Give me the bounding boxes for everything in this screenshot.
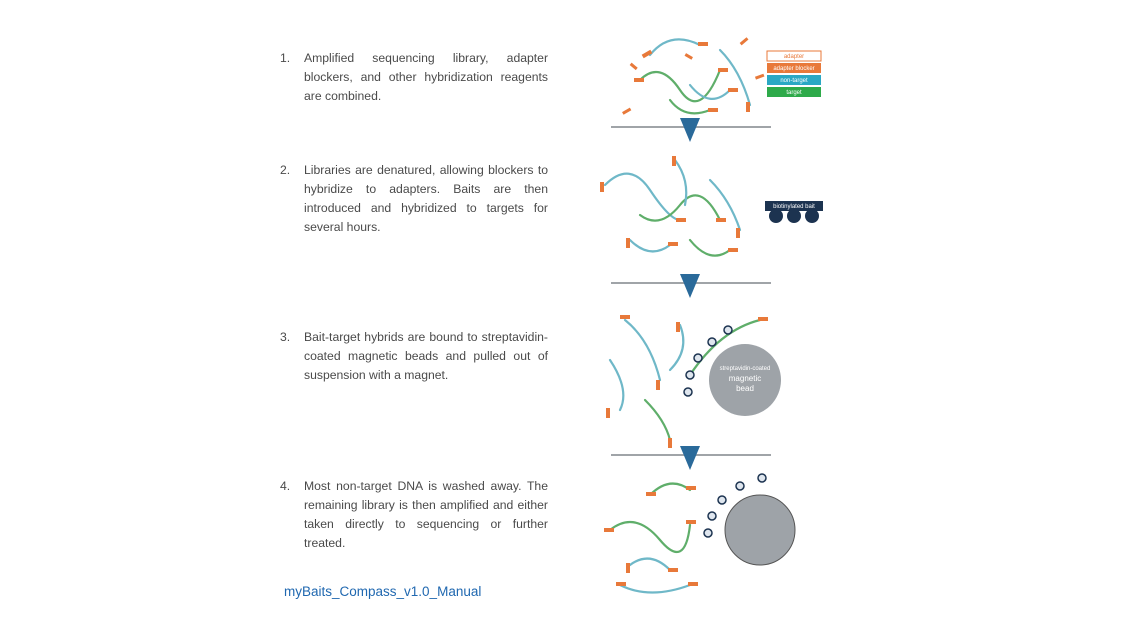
step-text: Libraries are denatured, allowing blocke…: [304, 163, 548, 234]
step-3: 3. Bait-target hybrids are bound to stre…: [280, 328, 548, 385]
dna-strand: [688, 318, 762, 377]
down-arrow-icon: [680, 118, 700, 142]
dna-strand: [673, 158, 688, 207]
step-2: 2. Libraries are denatured, allowing blo…: [280, 161, 548, 237]
svg-text:biotinylated bait: biotinylated bait: [773, 204, 815, 210]
step-number: 3.: [280, 330, 291, 344]
dna-strand: [618, 583, 692, 594]
legend: adapter adapter blocker non-target targe…: [766, 50, 822, 97]
down-arrow-icon: [680, 446, 700, 470]
legend-swatch-target: [767, 87, 821, 97]
step-number: 2.: [280, 163, 291, 177]
step-number: 1.: [280, 51, 291, 65]
biotinylated-bait: biotinylated bait: [765, 201, 823, 223]
step-text: Most non-target DNA is washed away. The …: [304, 479, 548, 550]
legend-swatch-adapter: [766, 50, 822, 62]
dna-strand: [628, 557, 672, 572]
manual-link[interactable]: myBaits_Compass_v1.0_Manual: [284, 584, 482, 599]
dna-strand: [643, 398, 672, 442]
divider-arrows: [611, 118, 771, 470]
magnetic-bead: streptavidin-coated magnetic bead: [683, 325, 781, 416]
legend-label: target: [786, 90, 802, 96]
svg-text:bead: bead: [736, 384, 754, 393]
dna-strand: [648, 38, 702, 57]
dna-strand: [623, 318, 662, 382]
dna-strand: [638, 68, 722, 103]
step-number: 4.: [280, 479, 291, 493]
dna-strand: [708, 178, 742, 232]
dna-strand: [668, 98, 712, 115]
legend-label: adapter blocker: [773, 66, 814, 72]
svg-text:magnetic: magnetic: [729, 374, 761, 383]
step-text: Bait-target hybrids are bound to strepta…: [304, 330, 548, 382]
step-text: Amplified sequencing library, adapter bl…: [304, 51, 548, 103]
dna-strand: [718, 48, 752, 107]
legend-label: non-target: [780, 78, 808, 84]
legend-label: adapter: [784, 54, 804, 60]
dna-strand: [688, 83, 732, 100]
dna-strand: [603, 172, 682, 222]
legend-swatch-adapter-blocker: [767, 63, 821, 73]
legend-swatch-non-target: [767, 75, 821, 85]
down-arrow-icon: [680, 274, 700, 298]
dna-strand: [688, 238, 732, 257]
dna-strand: [608, 358, 625, 412]
dna-strand: [638, 194, 722, 222]
dna-strand: [628, 238, 672, 253]
step-1: 1. Amplified sequencing library, adapter…: [280, 49, 548, 106]
svg-text:streptavidin-coated: streptavidin-coated: [720, 366, 771, 372]
magnetic-bead-washed: [703, 473, 796, 566]
dna-strand: [668, 323, 685, 372]
dna-strand: [608, 520, 692, 553]
hybridization-diagram: adapter adapter blocker non-target targe…: [600, 37, 823, 594]
step-4: 4. Most non-target DNA is washed away. T…: [280, 477, 548, 553]
